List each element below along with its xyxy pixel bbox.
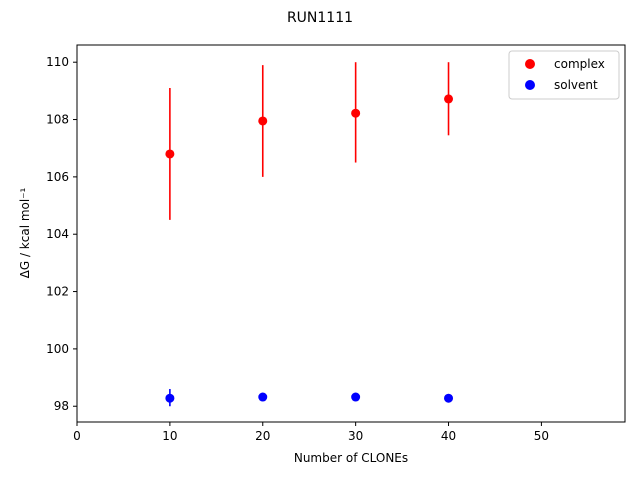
y-tick-label: 110 — [46, 55, 69, 69]
solvent-point — [351, 392, 361, 402]
y-tick-label: 106 — [46, 170, 69, 184]
legend-marker-complex — [525, 59, 535, 69]
y-tick-label: 108 — [46, 113, 69, 127]
solvent-point — [258, 392, 268, 402]
y-tick-label: 102 — [46, 285, 69, 299]
plot-frame — [76, 44, 626, 423]
solvent-point — [165, 393, 175, 403]
series-complex — [165, 62, 454, 220]
x-axis-ticks: 0 10 20 30 40 50 — [73, 422, 549, 443]
complex-point — [351, 108, 361, 118]
solvent-point — [444, 393, 454, 403]
y-axis-ticks: 98 100 102 104 106 108 110 — [46, 55, 77, 413]
x-tick-label: 0 — [73, 429, 81, 443]
series-solvent — [165, 389, 454, 407]
x-tick-label: 40 — [441, 429, 456, 443]
series-layer — [165, 62, 454, 407]
y-tick-label: 98 — [54, 399, 69, 413]
complex-point — [258, 116, 268, 126]
x-axis-label: Number of CLONEs — [294, 451, 408, 465]
legend: complex solvent — [508, 50, 620, 100]
y-tick-label: 104 — [46, 227, 69, 241]
legend-label-solvent: solvent — [554, 78, 598, 92]
x-tick-label: 50 — [534, 429, 549, 443]
y-tick-label: 100 — [46, 342, 69, 356]
x-tick-label: 10 — [162, 429, 177, 443]
y-axis-label: ΔG / kcal mol⁻¹ — [18, 187, 32, 278]
complex-point — [165, 149, 175, 159]
x-tick-label: 20 — [255, 429, 270, 443]
complex-point — [444, 94, 454, 104]
chart-title: RUN1111 — [287, 10, 353, 26]
x-tick-label: 30 — [348, 429, 363, 443]
legend-box — [508, 50, 620, 100]
legend-marker-solvent — [525, 80, 535, 90]
legend-label-complex: complex — [554, 57, 605, 71]
